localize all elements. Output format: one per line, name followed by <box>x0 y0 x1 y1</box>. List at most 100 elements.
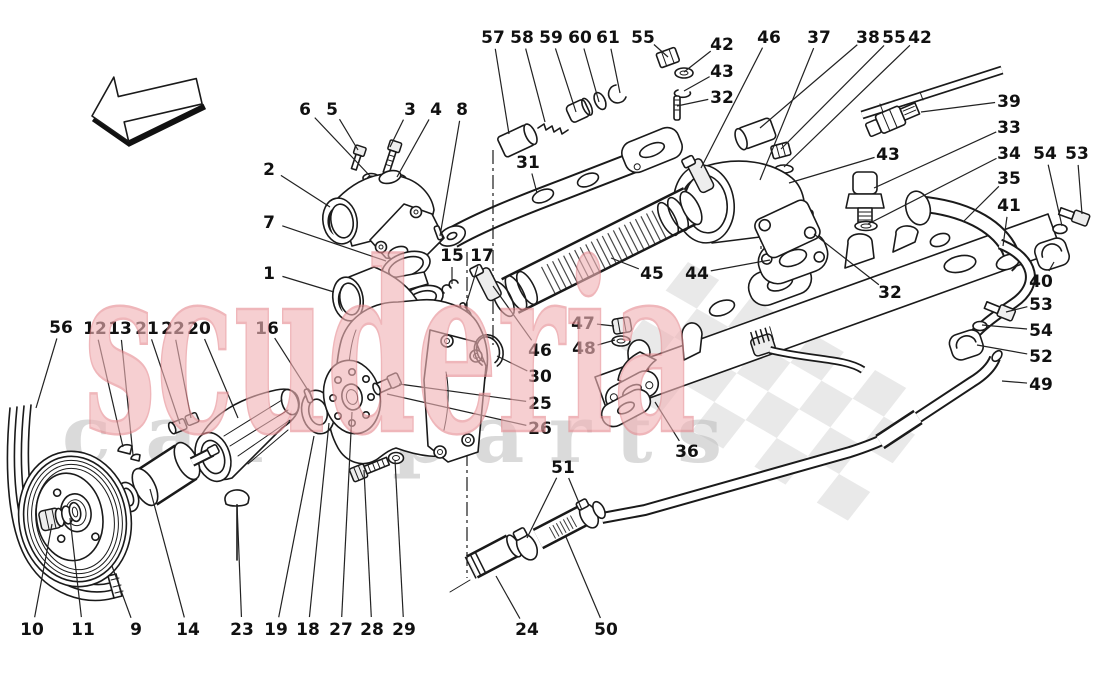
leader-line <box>873 131 997 189</box>
leader-line <box>439 120 461 237</box>
washer-54-top <box>1052 223 1068 235</box>
leader-line <box>111 565 132 618</box>
leader-line <box>274 337 312 396</box>
temp-sensor-33 <box>845 171 885 232</box>
hose-clamp-46-right <box>681 154 715 194</box>
part-callout-51: 51 <box>551 458 575 478</box>
corrugated-hose-45 <box>469 154 715 318</box>
washer-29 <box>387 451 405 465</box>
washer-11b <box>68 501 82 523</box>
part-callout-59: 59 <box>539 28 563 48</box>
leader-line <box>149 488 185 618</box>
leader-line <box>282 225 387 262</box>
spring-15 <box>441 279 459 294</box>
leader-line <box>565 536 601 619</box>
leader-line <box>496 355 528 372</box>
leader-line <box>150 339 181 425</box>
leader-line <box>526 477 558 539</box>
leader-line <box>308 422 330 618</box>
leader-line <box>338 118 359 151</box>
rail-nipple <box>749 326 866 374</box>
clamp-52 <box>948 329 985 361</box>
part-callout-3: 3 <box>404 100 416 120</box>
part-callout-40: 40 <box>1029 272 1053 292</box>
part-callout-46: 46 <box>757 28 781 48</box>
part-callout-57: 57 <box>481 28 505 48</box>
bottom-hose-group <box>449 498 606 593</box>
cap-13 <box>130 453 141 462</box>
hose-50 <box>532 503 592 550</box>
leader-line <box>394 459 404 618</box>
part-callout-49: 49 <box>1029 375 1053 395</box>
watermark-scuderia-text: scuderia <box>84 211 696 487</box>
outlet-36-group <box>600 316 660 428</box>
leader-line <box>1002 216 1008 247</box>
leader-line <box>120 339 134 456</box>
leader-line <box>962 185 1000 223</box>
leader-line <box>69 517 82 618</box>
part-callout-17: 17 <box>470 246 494 266</box>
stud-21 <box>167 418 188 435</box>
leader-line <box>610 257 640 270</box>
part-callout-35: 35 <box>997 169 1021 189</box>
part-callout-43: 43 <box>710 62 734 82</box>
leader-line <box>236 503 243 618</box>
part-callout-42: 42 <box>710 35 734 55</box>
part-callout-22: 22 <box>161 319 185 339</box>
part-callout-55: 55 <box>631 28 655 48</box>
leader-line <box>1005 306 1028 313</box>
part-callout-16: 16 <box>255 319 279 339</box>
leader-line <box>981 324 1028 330</box>
part-callout-36: 36 <box>675 442 699 462</box>
part-callout-44: 44 <box>685 264 709 284</box>
part-callout-7: 7 <box>263 213 275 233</box>
leader-line <box>920 101 996 113</box>
leader-line <box>568 477 583 511</box>
leader-line <box>389 119 405 148</box>
leader-line <box>683 50 712 73</box>
leader-line <box>341 411 353 618</box>
leader-line <box>759 44 858 129</box>
part-callout-13: 13 <box>108 319 132 339</box>
part-callout-2: 2 <box>263 160 275 180</box>
leader-line <box>653 44 669 58</box>
part-callout-60: 60 <box>568 28 592 48</box>
diagram-artwork <box>6 46 1091 602</box>
leader-line <box>35 338 58 409</box>
water-pipe-31 <box>437 126 683 248</box>
part-callout-53: 53 <box>1065 144 1089 164</box>
part-callout-23: 23 <box>230 620 254 640</box>
leader-line <box>976 344 1028 355</box>
clamp-40 <box>1033 237 1071 271</box>
part-callout-20: 20 <box>187 319 211 339</box>
direction-arrow-icon <box>91 76 207 147</box>
part-callout-39: 39 <box>997 92 1021 112</box>
part-callout-29: 29 <box>392 620 416 640</box>
leader-line <box>525 48 546 123</box>
part-callout-53: 53 <box>1029 295 1053 315</box>
leader-line <box>654 401 680 442</box>
part-callout-1: 1 <box>263 264 275 284</box>
leader-line <box>596 323 615 327</box>
hose-clamp-51a <box>512 527 539 561</box>
part-callout-27: 27 <box>329 620 353 640</box>
leader-line <box>278 435 315 618</box>
part-callout-6: 6 <box>299 100 311 120</box>
washer-54-bottom <box>972 320 988 332</box>
leader-line <box>610 48 621 94</box>
leader-line <box>1077 164 1083 215</box>
hose-24 <box>464 534 522 579</box>
part-callout-56: 56 <box>49 318 73 338</box>
leader-line <box>1047 164 1063 227</box>
part-callout-37: 37 <box>807 28 831 48</box>
leader-line <box>676 98 709 107</box>
elbow-2 <box>321 169 445 263</box>
part-callout-47: 47 <box>571 314 595 334</box>
part-callout-21: 21 <box>135 319 159 339</box>
part-callout-15: 15 <box>440 246 464 266</box>
part-callout-41: 41 <box>997 196 1021 216</box>
leader-line <box>494 48 510 135</box>
part-callout-52: 52 <box>1029 347 1053 367</box>
part-callout-32: 32 <box>710 88 734 108</box>
